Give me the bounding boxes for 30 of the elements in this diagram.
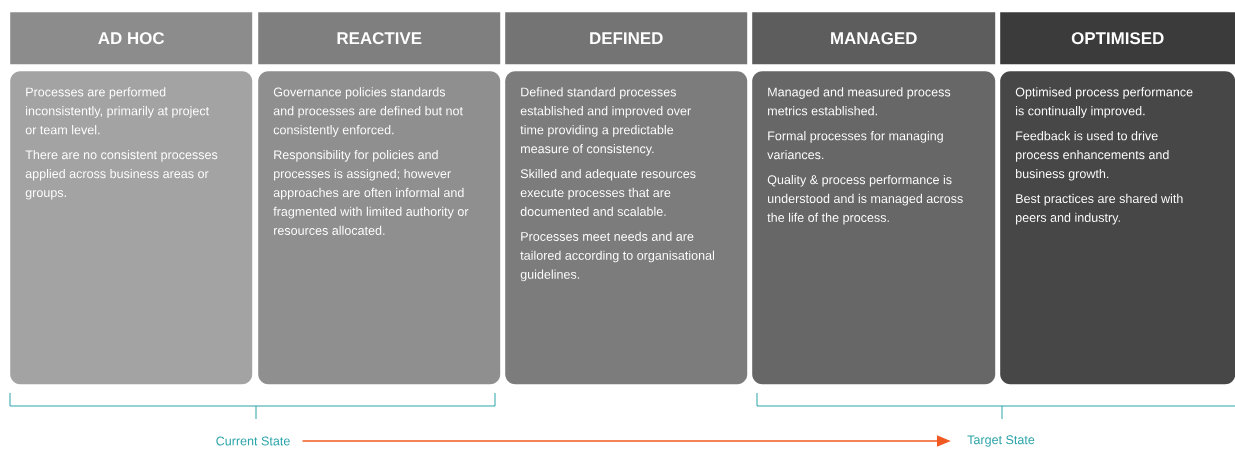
description-text: Optimised process performance is continually improved. [1015,87,1193,118]
description-text: Processes are performed inconsistently, primarily at project or team level. [25,87,209,135]
description-text: Managed and measured process metrics established. [768,87,951,116]
description-text: Responsibility for policies and processes is assigned; however approaches are often informal and fragmented with limited authority or resources allocated. [273,150,469,235]
header-band [10,12,253,65]
level-card [258,71,501,385]
description-text: Governance policies standards and processes are defined but not consistently enforced. [273,87,463,137]
description-text: Best practices are shared with peers and industry. [1016,193,1183,225]
level-title: OPTIMISED [1071,32,1164,45]
state-label: Target State [967,435,1035,447]
level-title: MANAGED [831,32,917,45]
header-band [1000,12,1235,65]
description-text: Processes meet needs and are tailored according to organisational guidelines. [520,231,714,282]
description-text: Skilled and adequate resources execute processes that are documented and scalable. [520,168,696,216]
level-card [1000,71,1235,385]
description-text: There are no consistent processes applied across business areas or groups. [25,150,218,200]
level-title: AD HOC [98,32,165,45]
description-text: Formal processes for managing variances. [767,131,943,160]
level-card [505,71,748,385]
level-title: REACTIVE [337,32,422,45]
description-text: Feedback is used to drive process enhancements and business growth. [1016,131,1169,181]
header-band [505,12,748,65]
level-card [10,71,253,385]
description-text: Defined standard processes established and improved over time providing a predictable measure of consistency. [520,87,691,156]
header-band [752,12,996,65]
state-label: Current State [216,436,290,446]
description-text: Quality & process performance is understood and is managed across the life of the process. [767,174,963,225]
level-title: DEFINED [590,32,663,44]
header-band [258,12,501,65]
level-card [752,71,996,385]
